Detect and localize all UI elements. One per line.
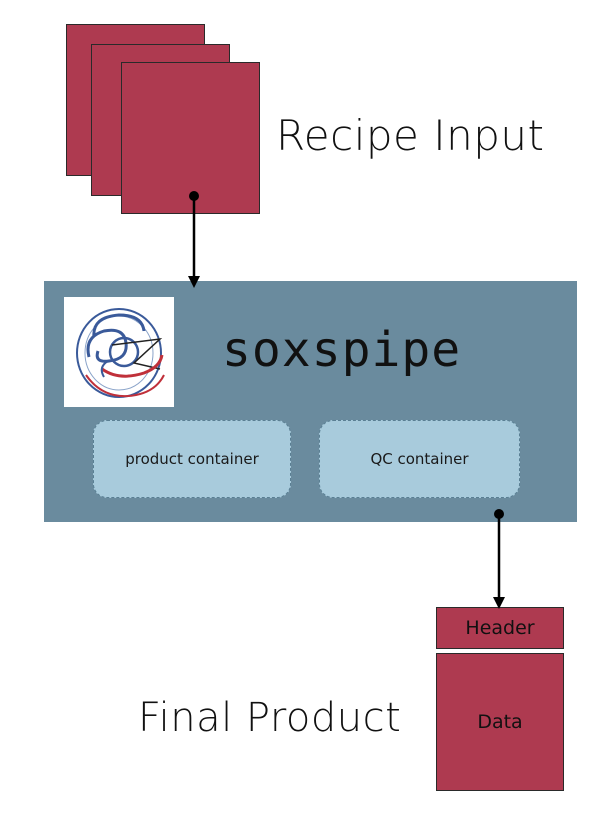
qc-container: QC container bbox=[319, 420, 520, 498]
product-header-box: Header bbox=[436, 607, 564, 649]
recipe-input-label: Recipe Input bbox=[276, 111, 545, 160]
final-product-label: Final Product bbox=[138, 695, 402, 741]
product-container-label: product container bbox=[125, 450, 259, 468]
product-header-label: Header bbox=[465, 617, 535, 639]
pipeline-name: soxspipe bbox=[222, 322, 462, 378]
soxs-logo-icon bbox=[64, 297, 174, 407]
product-container: product container bbox=[93, 420, 291, 498]
product-data-label: Data bbox=[477, 711, 523, 733]
qc-container-label: QC container bbox=[370, 450, 469, 468]
product-data-box: Data bbox=[436, 653, 564, 791]
input-to-pipeline-arrow bbox=[188, 191, 200, 288]
qc-to-product-arrow bbox=[493, 509, 505, 609]
recipe-input-sheet-front bbox=[121, 62, 260, 214]
